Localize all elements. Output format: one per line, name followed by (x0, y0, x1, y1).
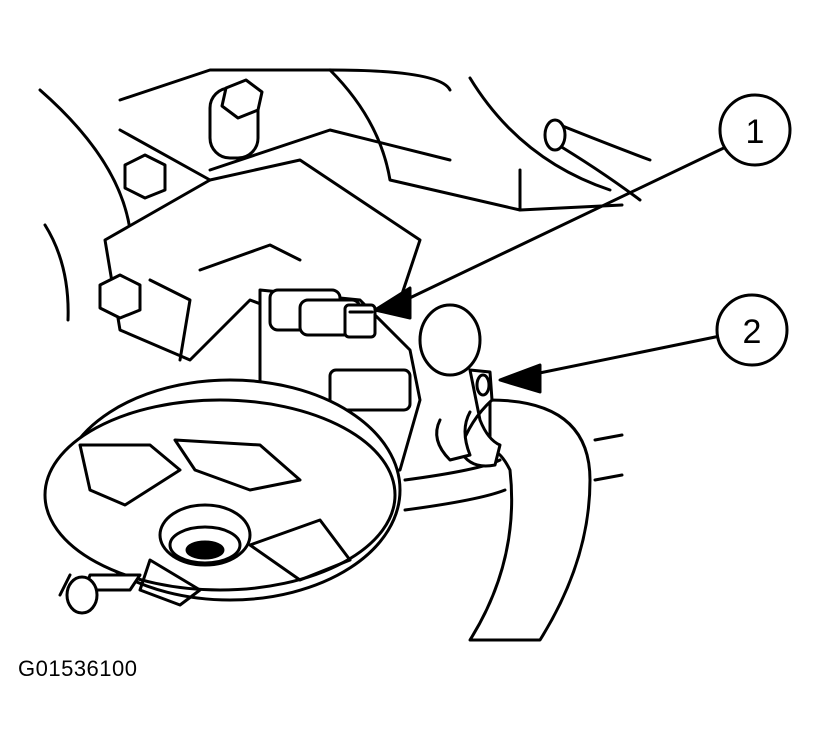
background-pulley-left (38, 88, 132, 322)
callout-2-number: 2 (743, 313, 762, 351)
power-steering-pump-diagram: 1 2 (38, 68, 792, 642)
callout-2 (498, 293, 789, 394)
bottom-tube (58, 573, 142, 615)
engine-block (118, 68, 624, 212)
pressure-line-fitting (343, 303, 377, 339)
figure-id: G01536100 (18, 656, 138, 681)
bracket-bolt-lower (98, 273, 142, 320)
hose-clamp (435, 368, 502, 468)
bracket-bolt-upper (123, 153, 167, 200)
callout-1 (373, 93, 792, 320)
pump-pulley (43, 378, 402, 607)
return-hose (403, 398, 624, 642)
reservoir-cap (418, 303, 482, 377)
top-bolt (208, 78, 264, 160)
top-tube (543, 118, 652, 202)
callout-1-number: 1 (746, 113, 765, 151)
